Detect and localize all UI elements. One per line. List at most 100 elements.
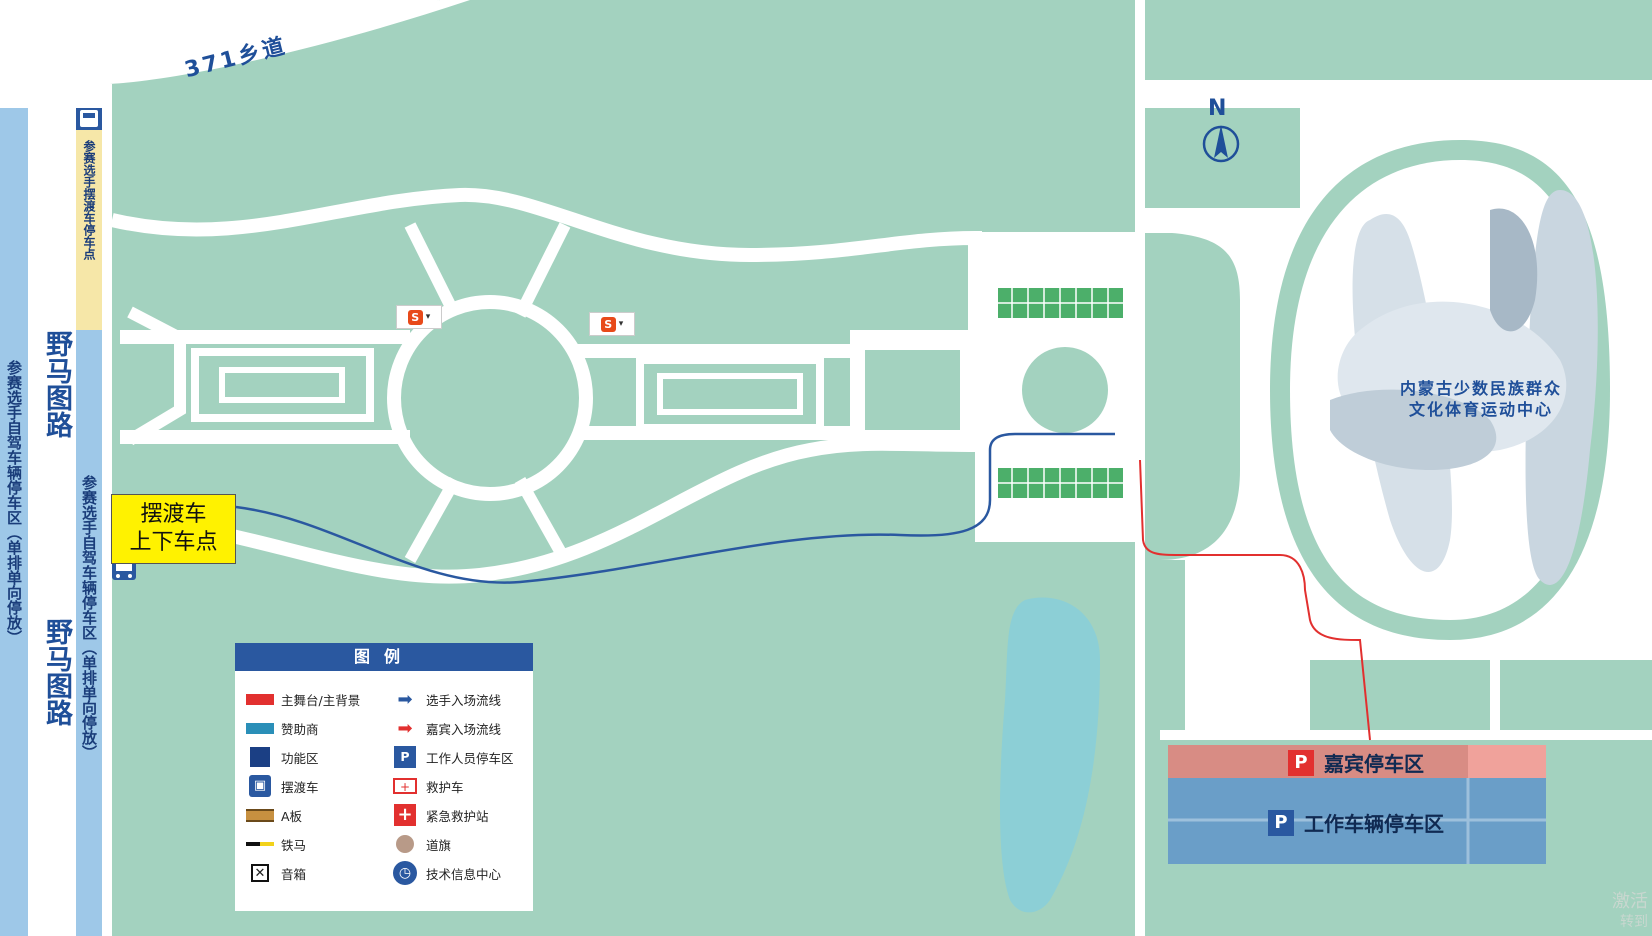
guitar-inner-left: [126, 306, 186, 446]
plaza-connector-inner: [865, 350, 960, 430]
outer-parking-strip: [0, 108, 28, 936]
legend-label: 道旗: [426, 837, 452, 853]
spoke-3: [404, 477, 461, 563]
legend-item-player-route: ➡ 选手入场流线: [390, 688, 501, 710]
parking-icon: P: [1288, 749, 1314, 776]
self-drive-parking-inner-label: 参赛选手自驾车辆停车区（单排单向停放）: [80, 475, 98, 760]
legend-label: 技术信息中心: [426, 866, 502, 882]
legend-item-shuttle: ▣ 摆渡车: [245, 775, 319, 797]
barrier-icon: [245, 833, 275, 855]
legend-item-flag: 道旗: [390, 833, 451, 855]
venue-name: 内蒙古少数民族群众 文化体育运动中心: [1400, 378, 1562, 420]
legend-label: 音箱: [281, 866, 307, 882]
legend-label: 主舞台/主背景: [281, 692, 361, 708]
east-north-road: [1135, 80, 1652, 100]
legend-item-speaker: ✕ 音箱: [245, 862, 306, 884]
sign-marker-2: S▾: [589, 312, 635, 336]
vip-route: [1139, 459, 1371, 741]
staff-parking-text: 工作车辆停车区: [1304, 812, 1444, 836]
road-371-band: [0, 0, 470, 84]
red-bar-icon: [245, 688, 275, 710]
square-circle: [1018, 343, 1112, 437]
top-left-road: [0, 0, 440, 82]
sign-arrow-icon: ▾: [618, 319, 624, 329]
north-blocks: [1145, 8, 1652, 73]
seating-grid-lines: [998, 288, 1123, 498]
navy-square-icon: [245, 746, 275, 768]
self-drive-parking-outer-label: 参赛选手自驾车辆停车区（单排单向停放）: [5, 360, 23, 645]
building-right-outline: [636, 356, 824, 432]
sign-arrow-icon: ▾: [425, 312, 431, 322]
watermark-line2: 转到: [1620, 914, 1648, 930]
watermark-line1: 激活: [1612, 891, 1648, 912]
legend-label: 工作人员停车区: [426, 750, 514, 766]
vip-parking-label: P 嘉宾停车区: [1288, 748, 1424, 777]
bus-icon: [112, 560, 136, 580]
legend-item-sponsor: 赞助商: [245, 717, 319, 739]
legend-label: 赞助商: [281, 721, 319, 737]
legend-item-main-stage: 主舞台/主背景: [245, 688, 360, 710]
sign-s-icon: S: [407, 309, 423, 325]
spoke-1: [404, 222, 461, 318]
venue-building: [1330, 190, 1598, 585]
first-aid-icon: +: [390, 804, 420, 826]
teal-bar-icon: [245, 717, 275, 739]
a-board-icon: [245, 804, 275, 826]
mid-road-strip: [28, 84, 74, 936]
plaza-green-blocks: [1145, 108, 1652, 730]
building-right-inner: [657, 373, 803, 415]
clock-icon: ◷: [390, 861, 420, 885]
staff-lot-lines: [1168, 778, 1546, 864]
bus-icon: ▣: [245, 775, 275, 797]
red-arrow-icon: ➡: [397, 717, 413, 739]
shuttle-stop-line1: 摆渡车: [140, 502, 207, 527]
spoke-2: [514, 222, 571, 318]
legend-item-first-aid: + 紧急救护站: [390, 804, 489, 826]
vip-lot-stripe: [1468, 745, 1546, 778]
legend-item-staff-parking: P 工作人员停车区: [390, 746, 514, 768]
bus-icon-parking: [80, 110, 98, 127]
legend-item-barrier: 铁马: [245, 833, 306, 855]
building-left-outline: [191, 348, 374, 422]
legend-item-ambulance: + 救护车: [390, 775, 464, 797]
legend-item-function: 功能区: [245, 746, 319, 768]
road-label-west-2: 野马图路: [41, 618, 72, 726]
shuttle-stop-line2: 上下车点: [129, 530, 218, 555]
shuttle-stop-box: 摆渡车 上下车点: [111, 494, 236, 564]
player-route: [235, 432, 1115, 584]
venue-name-line2: 文化体育运动中心: [1409, 400, 1554, 419]
staff-parking-label: P 工作车辆停车区: [1268, 808, 1444, 837]
sign-s-icon: S: [600, 316, 616, 332]
parking-icon: P: [1268, 809, 1294, 836]
central-roundabout: [387, 295, 593, 501]
parking-icon: P: [390, 746, 420, 768]
north-label: N: [1208, 96, 1227, 121]
legend-label: 铁马: [281, 837, 307, 853]
axis-left: [120, 330, 410, 344]
north-arrow-icon: [1202, 125, 1240, 163]
legend-label: 救护车: [426, 779, 464, 795]
legend-label: 紧急救护站: [426, 808, 489, 824]
speaker-icon: ✕: [245, 862, 275, 884]
venue-name-line1: 内蒙古少数民族群众: [1400, 379, 1563, 398]
blue-arrow-icon: ➡: [397, 688, 413, 710]
ambulance-icon: +: [390, 775, 420, 797]
sign-marker-1: S▾: [396, 305, 442, 329]
axis-left-bottom: [120, 430, 410, 444]
flag-icon: [390, 833, 420, 855]
shuttle-parking-band: [76, 130, 102, 330]
legend-panel: 图例 主舞台/主背景 ➡ 选手入场流线 赞助商 ➡ 嘉宾入场流线 功能区 P 工…: [235, 643, 533, 911]
legend-label: 嘉宾入场流线: [426, 721, 502, 737]
legend-label: 选手入场流线: [426, 692, 502, 708]
legend-label: 摆渡车: [281, 779, 319, 795]
legend-title: 图例: [235, 643, 533, 671]
legend-label: 功能区: [281, 750, 319, 766]
vip-parking-text: 嘉宾停车区: [1324, 752, 1424, 776]
lake: [1000, 597, 1100, 913]
legend-item-vip-route: ➡ 嘉宾入场流线: [390, 717, 501, 739]
legend-label: A板: [281, 808, 303, 824]
building-left-inner: [219, 367, 345, 403]
legend-item-tech-center: ◷ 技术信息中心: [390, 861, 502, 885]
